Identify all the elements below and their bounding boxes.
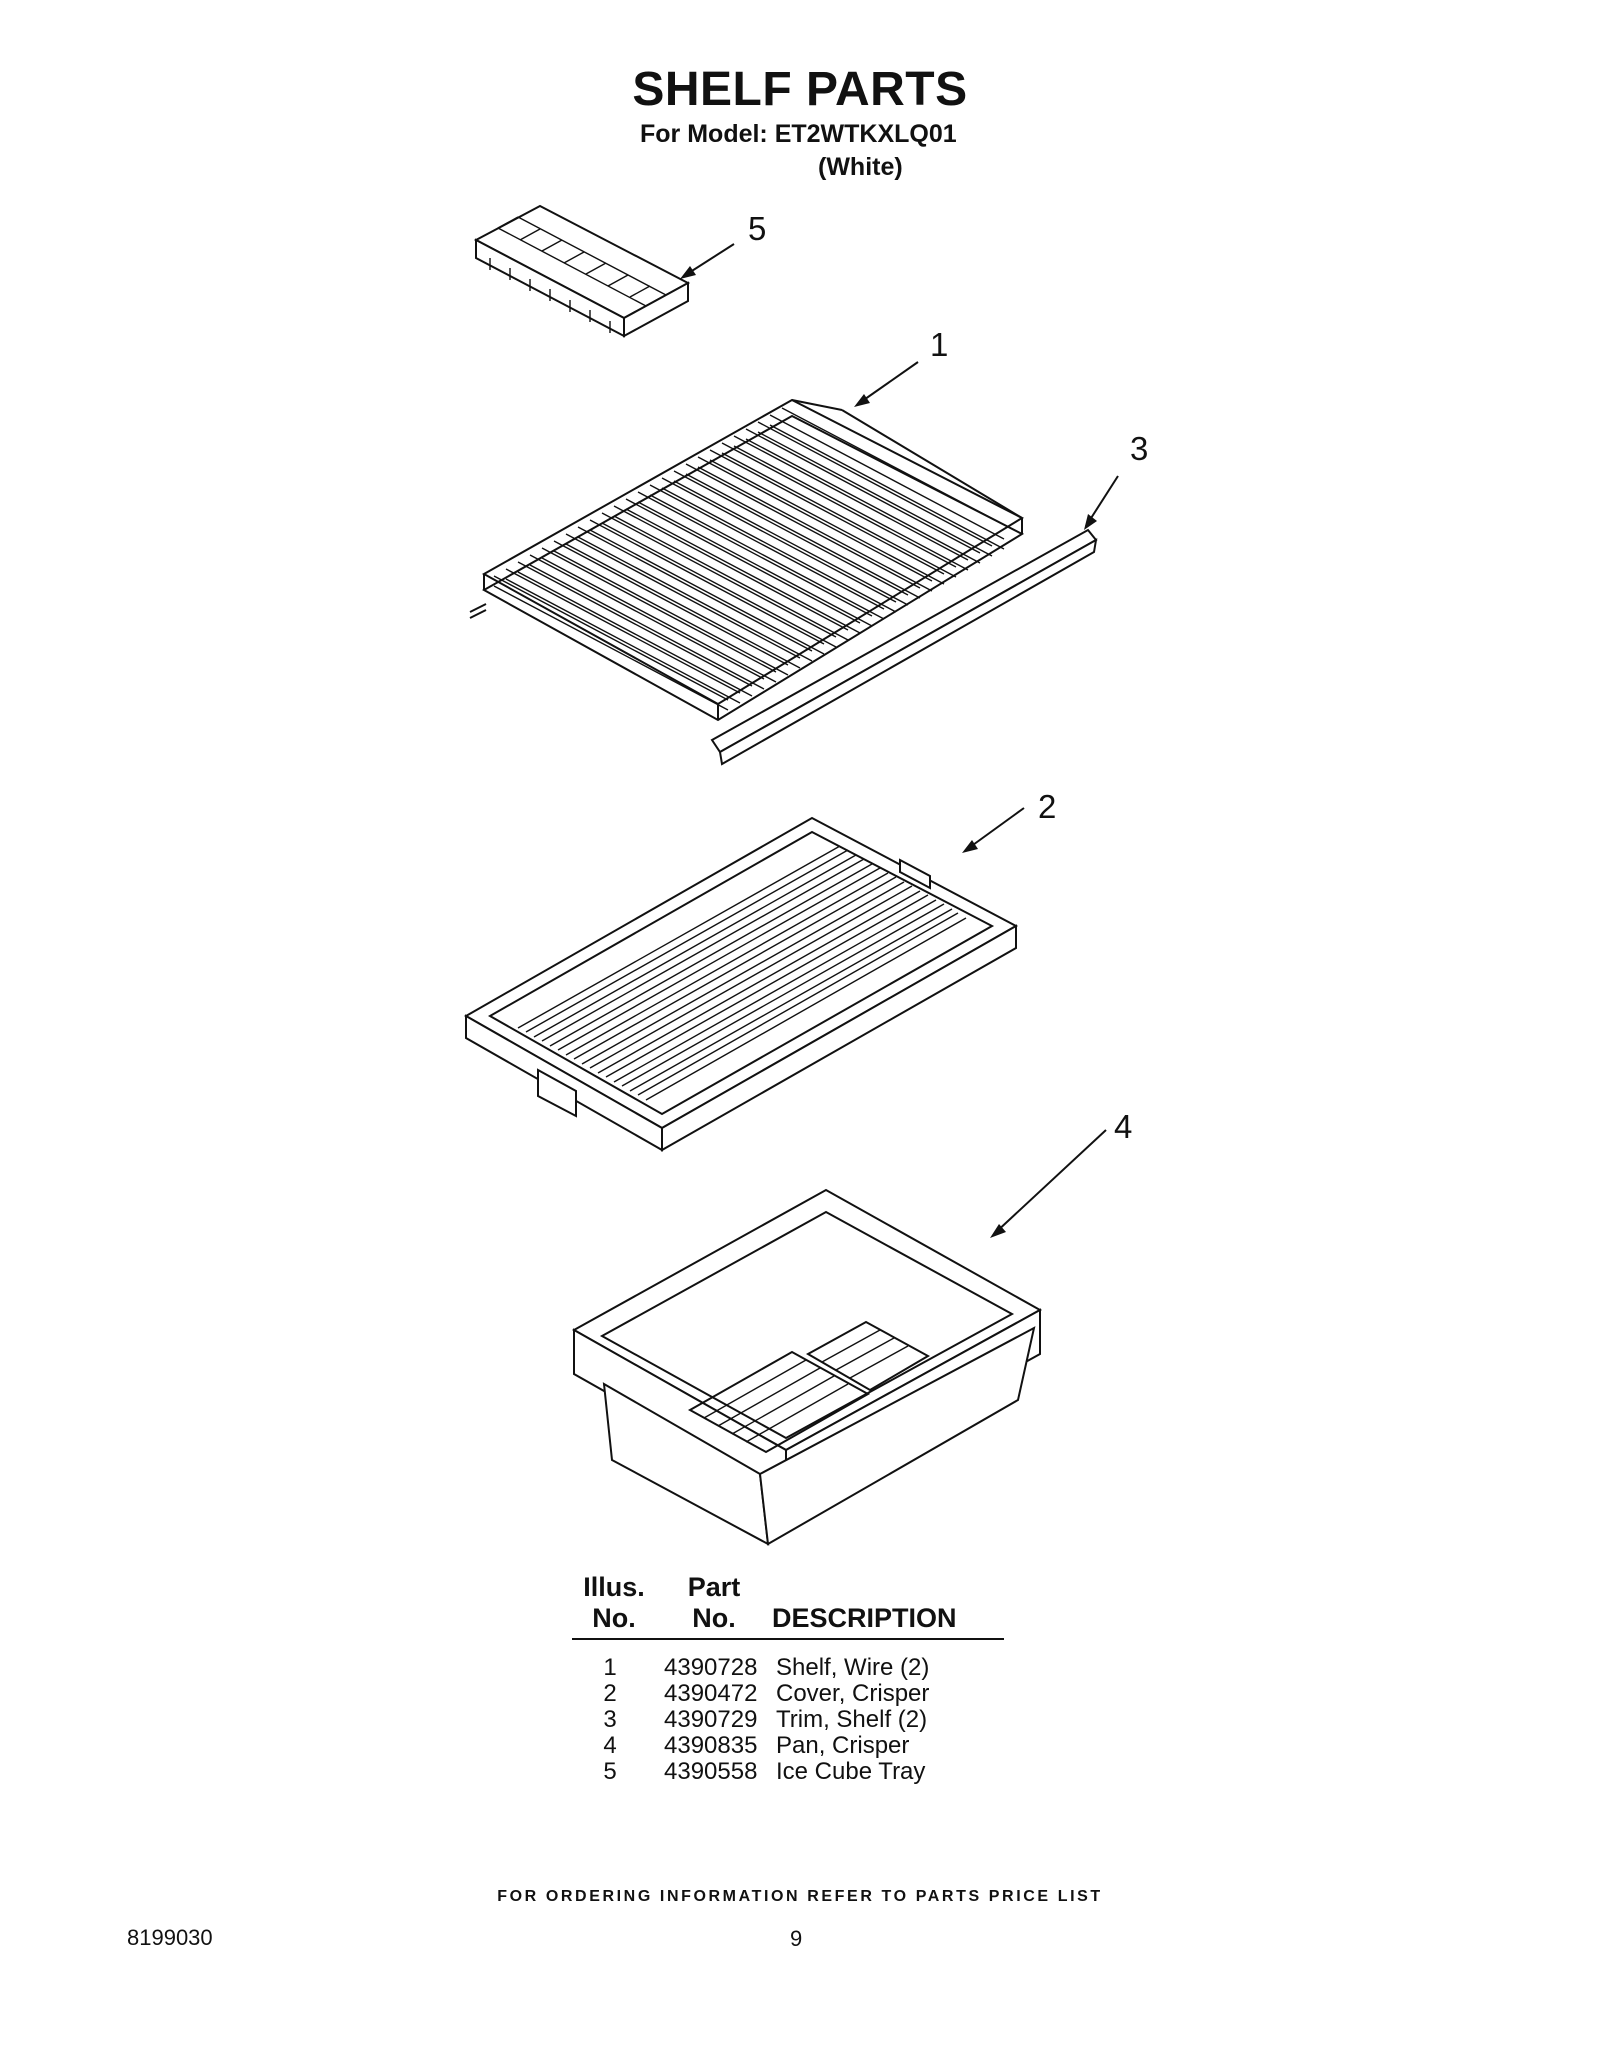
illus-no: 5 <box>603 1758 617 1785</box>
part-no: 4390729 <box>664 1706 758 1733</box>
part-description: Ice Cube Tray <box>776 1758 926 1785</box>
callout-3: 3 <box>1130 430 1149 467</box>
wire-shelf-drawing <box>470 400 1022 720</box>
page-title: SHELF PARTS <box>632 63 968 116</box>
part-description: Trim, Shelf (2) <box>776 1706 928 1733</box>
column-header-illus-line1: Illus. <box>583 1572 645 1602</box>
shelf-trim-drawing <box>712 530 1096 764</box>
callout-5: 5 <box>748 210 767 247</box>
illus-no: 4 <box>603 1732 617 1759</box>
ordering-note: FOR ORDERING INFORMATION REFER TO PARTS … <box>497 1888 1103 1905</box>
page-number: 9 <box>790 1926 803 1951</box>
ice-cube-tray-drawing <box>476 206 688 336</box>
part-description: Shelf, Wire (2) <box>776 1654 930 1681</box>
column-header-part-line2: No. <box>692 1603 736 1633</box>
model-number: For Model: ET2WTKXLQ01 <box>640 120 957 148</box>
callout-4: 4 <box>1114 1108 1133 1145</box>
callout-1: 1 <box>930 326 949 363</box>
part-no: 4390728 <box>664 1654 758 1681</box>
part-description: Cover, Crisper <box>776 1680 930 1707</box>
illus-no: 3 <box>603 1706 617 1733</box>
column-header-part-no: Part No. <box>678 1572 750 1634</box>
crisper-pan-drawing <box>574 1190 1040 1544</box>
part-description: Pan, Crisper <box>776 1732 910 1759</box>
illus-no: 1 <box>603 1654 617 1681</box>
column-header-part-line1: Part <box>687 1572 741 1602</box>
model-color: (White) <box>818 153 903 181</box>
callout-2: 2 <box>1038 788 1057 825</box>
document-number: 8199030 <box>127 1925 213 1950</box>
column-header-illus-no: Illus. No. <box>578 1572 650 1634</box>
column-header-description: DESCRIPTION <box>772 1603 957 1633</box>
illus-no: 2 <box>603 1680 617 1707</box>
column-header-illus-line2: No. <box>592 1603 636 1633</box>
callout-leader-lines <box>680 244 1118 1238</box>
crisper-cover-drawing <box>466 818 1016 1150</box>
table-header-rule <box>572 1638 1004 1640</box>
part-no: 4390558 <box>664 1758 758 1785</box>
part-no: 4390472 <box>664 1680 758 1707</box>
part-no: 4390835 <box>664 1732 758 1759</box>
